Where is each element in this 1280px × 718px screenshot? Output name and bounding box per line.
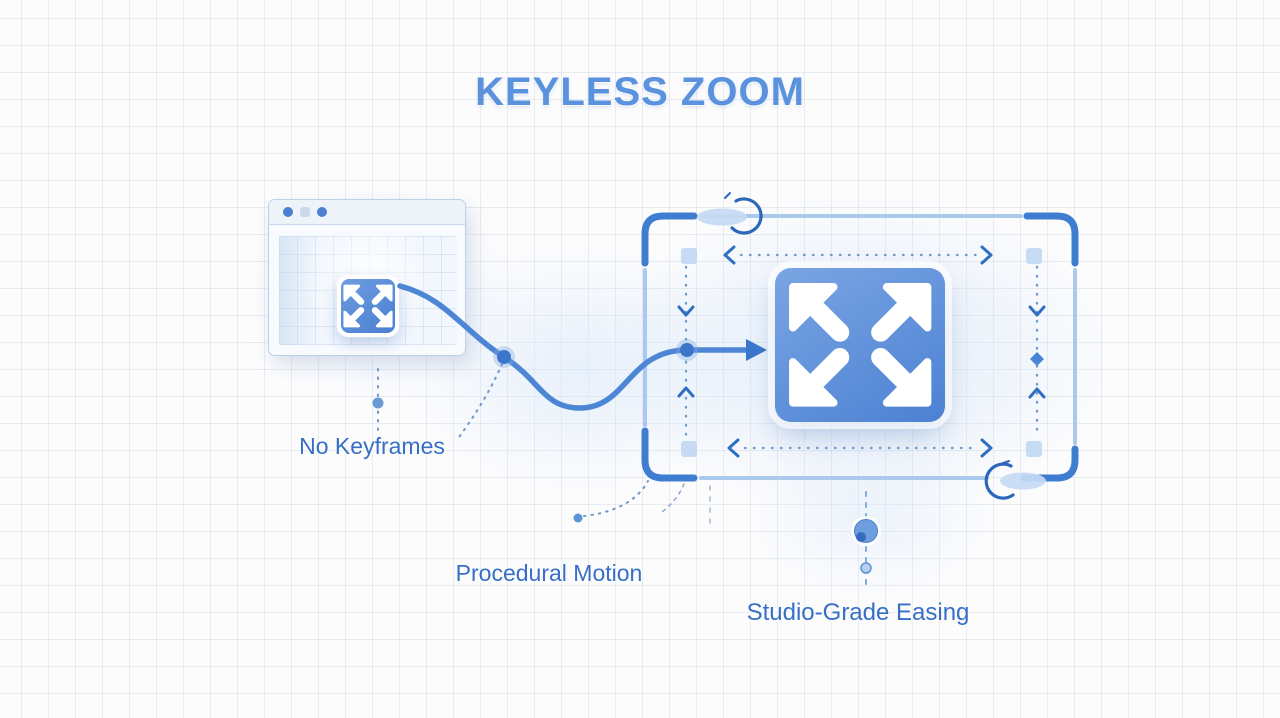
page-title: KEYLESS ZOOM (475, 70, 805, 114)
motion-blob-arc-bottom (984, 460, 1046, 500)
soft-glow-backdrop (740, 440, 1000, 600)
motion-blob-arc-top (697, 192, 763, 235)
window-control-dot-icon (283, 207, 293, 217)
thumbnail-icon-frame (337, 275, 399, 337)
zoom-target-expand-arrows-icon (775, 268, 945, 422)
window-control-dot-icon (317, 207, 327, 217)
expand-arrows-icon (341, 279, 395, 333)
expand-arrows-glyph (782, 274, 938, 416)
label-studio-grade-easing: Studio-Grade Easing (746, 599, 970, 626)
window-control-square-icon (300, 207, 310, 217)
leader-dot (573, 513, 583, 523)
curve-arrowhead-icon (746, 339, 767, 361)
curve-node (676, 339, 698, 361)
browser-window-thumbnail (268, 199, 466, 356)
window-titlebar (269, 200, 465, 225)
dimension-diamond-icon (1030, 352, 1044, 366)
label-procedural-motion: Procedural Motion (455, 560, 643, 586)
expand-arrows-glyph (341, 279, 395, 333)
curve-node (493, 346, 515, 368)
leader-dot (372, 397, 384, 409)
label-no-keyframes: No Keyframes (299, 433, 445, 459)
window-body (269, 225, 465, 355)
easing-handle (851, 516, 881, 574)
